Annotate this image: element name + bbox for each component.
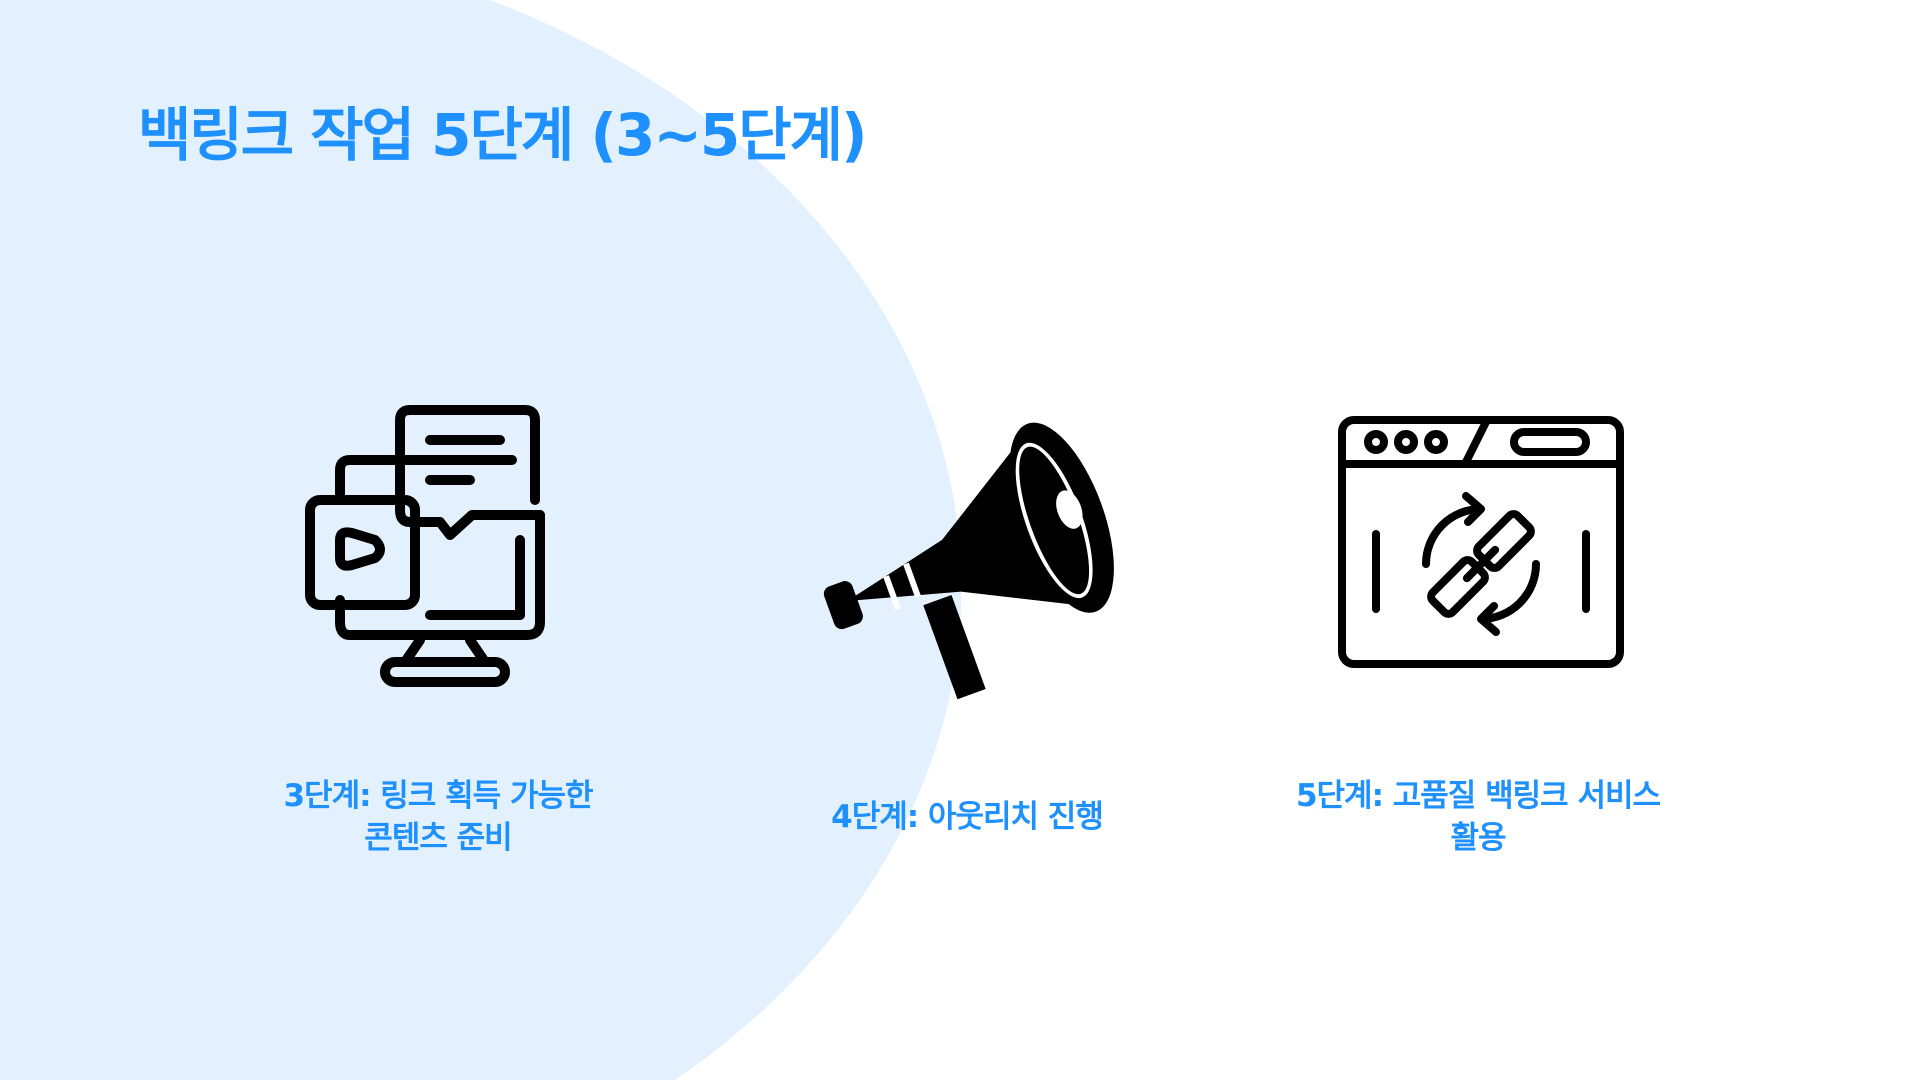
step-5-label-line2: 활용 (1450, 820, 1506, 856)
browser-link-icon (1338, 416, 1624, 668)
step-3-label: 3단계: 링크 획득 가능한 콘텐츠 준비 (228, 775, 648, 859)
page-title: 백링크 작업 5단계 (3~5단계) (138, 101, 868, 169)
monitor-content-icon (305, 405, 545, 687)
step-4-label-line1: 4단계: 아웃리치 진행 (831, 799, 1104, 835)
step-4-label: 4단계: 아웃리치 진행 (757, 796, 1177, 838)
step-3-label-line1: 3단계: 링크 획득 가능한 (283, 778, 593, 814)
megaphone-icon (823, 422, 1114, 700)
step-3-label-line2: 콘텐츠 준비 (364, 820, 512, 856)
step-5-label: 5단계: 고품질 백링크 서비스 활용 (1268, 775, 1688, 859)
step-5-label-line1: 5단계: 고품질 백링크 서비스 (1295, 778, 1661, 814)
